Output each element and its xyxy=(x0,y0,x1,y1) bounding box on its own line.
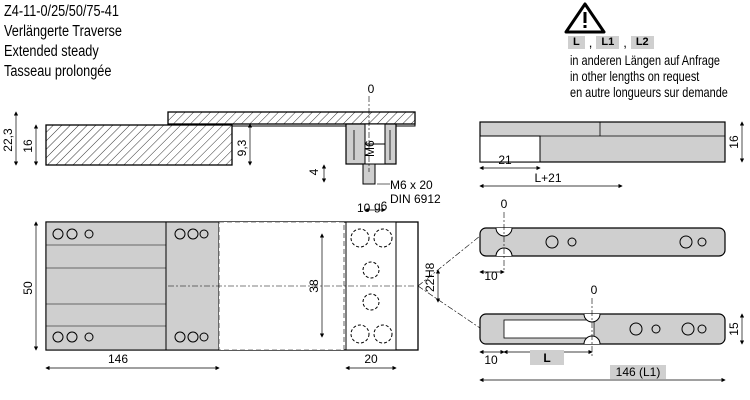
dim-right-offset: 21 xyxy=(498,153,512,167)
detail-zero-b: 0 xyxy=(591,283,598,297)
length-chips: L , L1 , L2 xyxy=(568,36,654,49)
detail-L: L xyxy=(543,351,550,365)
dim-block: 20 xyxy=(364,352,378,366)
screw-spec-line2: DIN 6912 xyxy=(390,192,441,206)
dim-inner: 38 xyxy=(307,279,321,293)
chip-L2: L2 xyxy=(630,36,654,49)
chip-L1: L1 xyxy=(596,36,620,49)
chip-L: L xyxy=(568,36,585,49)
dim-right-height: 16 xyxy=(727,135,741,149)
dim-offset: 9,3 xyxy=(235,139,249,156)
chip-separator: , xyxy=(623,35,627,50)
detail-slot-a: 10 xyxy=(484,269,498,283)
dim-base-height: 16 xyxy=(21,139,35,153)
dim-pin-fit: H8 xyxy=(423,262,437,278)
right-elevation: 16 21 L+21 xyxy=(479,121,745,189)
dim-slot-width: 10 xyxy=(357,201,371,215)
note-french: en autre longueurs sur demande xyxy=(570,84,728,100)
bolt-thread-label: M6 xyxy=(363,140,377,157)
zero-label: 0 xyxy=(368,82,375,96)
title-block: Z4-11-0/25/50/75-41 Verlängerte Traverse… xyxy=(4,2,148,82)
warning-triangle-icon xyxy=(564,2,606,34)
title-english: Extended steady xyxy=(4,43,99,60)
plan-view: 10 g6 50 38 22 H8 146 20 xyxy=(21,199,481,371)
title-german: Verlängerte Traverse xyxy=(4,23,122,40)
dim-width: 50 xyxy=(21,281,35,295)
part-code: Z4-11-0/25/50/75-41 xyxy=(4,3,119,20)
dim-pin: 22 xyxy=(423,278,437,292)
screw-head xyxy=(362,163,376,185)
side-view: 0 M6 M6 x 20 DIN 6912 22,3 16 9,3 4 xyxy=(1,82,441,206)
detail-slot-b: 10 xyxy=(484,353,498,367)
lengths-note: in anderen Längen auf Anfrage in other l… xyxy=(570,52,750,100)
dim-total-height: 22,3 xyxy=(1,128,15,152)
detail-view-short: 0 10 xyxy=(479,197,726,283)
detail-view-long: 0 15 10 L 146 (L1) xyxy=(479,283,745,383)
detail-width: 15 xyxy=(727,322,741,336)
dim-right-length: L+21 xyxy=(534,171,561,185)
chip-separator: , xyxy=(588,35,593,50)
detail-zero-a: 0 xyxy=(501,197,508,211)
title-french: Tasseau prolongée xyxy=(4,63,112,80)
note-german: in anderen Längen auf Anfrage xyxy=(570,52,720,68)
dim-step: 4 xyxy=(307,168,321,175)
traverse-section xyxy=(167,111,416,125)
dim-length: 146 xyxy=(108,352,128,366)
base-plate-section xyxy=(45,124,233,166)
screw-spec-line1: M6 x 20 xyxy=(390,178,433,192)
detail-total: 146 (L1) xyxy=(616,365,661,379)
dim-slot-fit: g6 xyxy=(374,199,388,213)
note-english: in other lengths on request xyxy=(570,68,700,84)
